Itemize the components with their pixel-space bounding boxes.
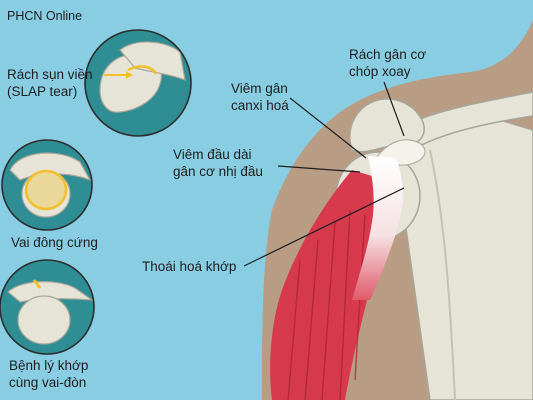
leader-rotator-cuff (383, 81, 405, 137)
label-rotator-cuff: Rách gân cơ chóp xoay (349, 47, 427, 79)
leader-lines (243, 81, 405, 267)
label-slap-tear: Rách sụn viền (SLAP tear) (7, 67, 93, 99)
inset-ac-joint (0, 259, 95, 355)
leader-biceps (277, 165, 361, 173)
label-calcific-tendinitis: Viêm gân canxi hoá (231, 81, 289, 113)
label-biceps-tendinitis: Viêm đầu dài gân cơ nhị đầu (173, 147, 263, 179)
clavicle-bone (398, 91, 533, 152)
inset-frozen (1, 139, 93, 231)
scapula-edge (429, 149, 456, 400)
biceps-tendon (352, 156, 403, 300)
leader-calcific (289, 97, 367, 159)
biceps-muscle (270, 170, 402, 400)
source-label: PHCN Online (7, 9, 83, 23)
label-frozen-shoulder: Vai đông cứng (11, 235, 98, 250)
label-arthritis: Thoái hoá khớp (142, 259, 237, 274)
inset-slap (84, 29, 192, 137)
muscle-fibers (287, 209, 366, 400)
label-ac-joint: Bệnh lý khớp cùng vai-đòn (9, 358, 89, 390)
leader-arthritis (243, 187, 405, 267)
